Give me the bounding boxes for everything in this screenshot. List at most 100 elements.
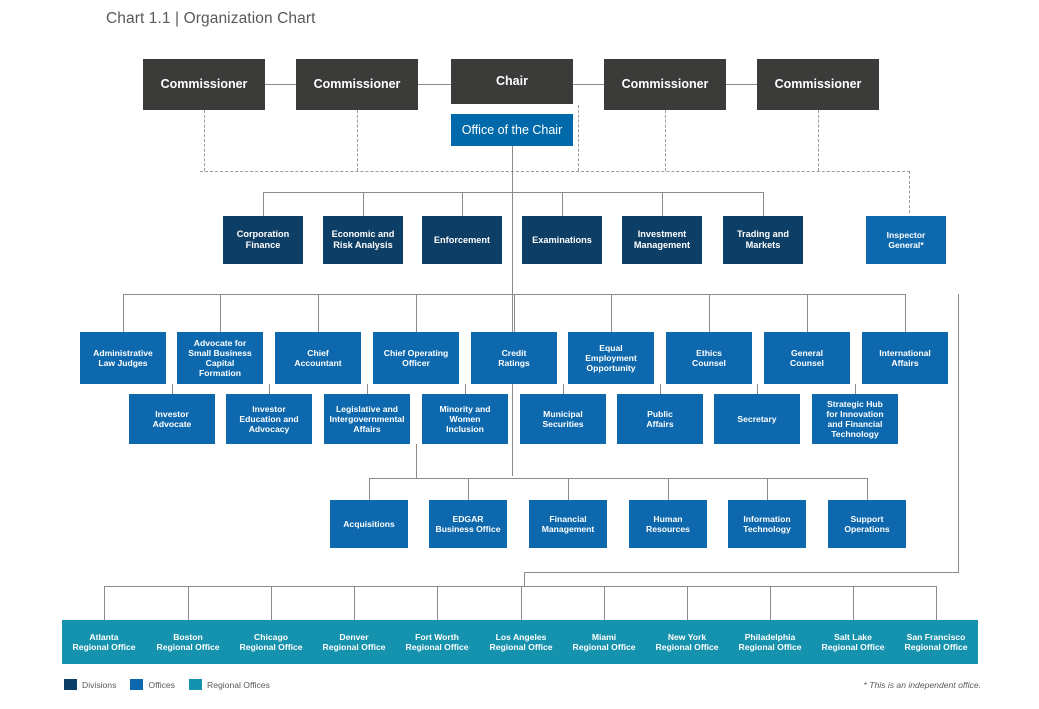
connector-office-drop	[611, 294, 612, 332]
legend-swatch-regional-offices	[188, 679, 202, 690]
connector-division-drop	[763, 192, 764, 216]
node-commissioner-1[interactable]: Commissioner	[143, 59, 265, 110]
connector-coo-trunk	[416, 444, 417, 478]
node-label: Commissioner	[621, 77, 709, 92]
connector-coo-drop	[867, 478, 868, 500]
connector-chair-trunk	[512, 146, 513, 476]
node-commissioner-4[interactable]: Commissioner	[757, 59, 879, 110]
connector-regional-drop	[271, 586, 272, 620]
connector-regional-drop	[604, 586, 605, 620]
legend-label: Divisions	[82, 679, 117, 690]
connector-top-row	[573, 84, 604, 85]
connector-coo-drop	[668, 478, 669, 500]
connector-regional-drop	[188, 586, 189, 620]
connector-coo-drop	[369, 478, 370, 500]
node-division-enforcement[interactable]: Enforcement	[422, 216, 502, 264]
node-label: Enforcement	[433, 234, 491, 245]
legend-swatch-offices	[130, 679, 144, 690]
connector-division-drop	[263, 192, 264, 216]
node-division-examinations[interactable]: Examinations	[522, 216, 602, 264]
connector-office-drop	[905, 294, 906, 332]
node-label: Commissioner	[313, 77, 401, 92]
connector-regional-feed-drop	[524, 572, 525, 586]
connector-regional-bus	[104, 586, 936, 587]
node-chair[interactable]: Chair	[451, 59, 573, 104]
dashed-drop-commissioner-4	[818, 110, 819, 171]
connector-coo-drop	[468, 478, 469, 500]
node-label: Acquisitions	[343, 518, 395, 529]
connector-office2-drop	[563, 384, 564, 394]
node-commissioner-2[interactable]: Commissioner	[296, 59, 418, 110]
node-office-acquisitions[interactable]: Acquisitions	[330, 500, 408, 548]
connector-division-bus	[263, 192, 763, 193]
node-office-of-the-chair[interactable]: Office of the Chair	[451, 114, 573, 146]
dashed-drop-commissioner-3	[665, 110, 666, 171]
node-office-secretary[interactable]: Secretary	[714, 394, 800, 444]
node-commissioner-3[interactable]: Commissioner	[604, 59, 726, 110]
legend-item-regional-offices: Regional Offices	[188, 679, 270, 690]
node-label: Office of the Chair	[461, 122, 563, 137]
connector-coo-bus	[369, 478, 867, 479]
connector-office-drop	[220, 294, 221, 332]
connector-office-drop	[416, 294, 417, 332]
connector-division-drop	[562, 192, 563, 216]
legend-swatch-divisions	[64, 679, 77, 690]
connector-office2-drop	[269, 384, 270, 394]
connector-office2-drop	[660, 384, 661, 394]
